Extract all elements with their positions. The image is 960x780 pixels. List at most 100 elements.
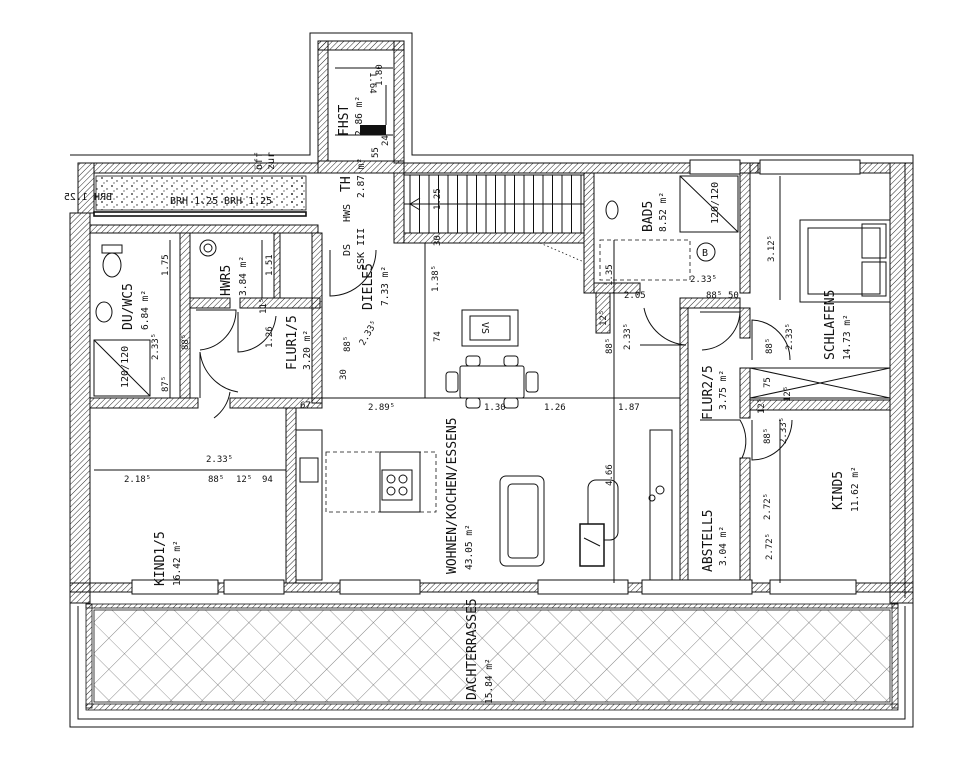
room-th-area: 2.87 m² (356, 158, 367, 198)
room-duwc-area: 6.84 m² (140, 290, 151, 330)
dim-164: 1.64 (367, 72, 377, 94)
dim-135: 1.35 (605, 264, 615, 286)
room-flur2-area: 3.75 m² (718, 370, 729, 410)
room-abstell-area: 3.04 m² (718, 526, 729, 566)
room-flur1-name: FLUR1/5 (285, 315, 300, 370)
dim-115: 11⁵ (259, 298, 269, 314)
room-wohnen-area: 43.05 m² (464, 524, 475, 570)
room-flur2-name: FLUR2/5 (701, 365, 716, 420)
dim-205: 2.05 (624, 291, 646, 301)
dimension-labels: 1.64 1.80 55 24 1.25 30 3.12⁵ 1.75 1.51 … (124, 64, 795, 560)
dim-126b: 1.26 (544, 403, 566, 413)
terrace-surface (93, 609, 891, 703)
dim-180: 1.80 (375, 64, 385, 86)
dim-233c: 2.33⁵ (358, 319, 380, 347)
room-dachterrasse-area: 15.84 m² (484, 658, 495, 704)
room-kind1-area: 16.42 m² (172, 540, 183, 586)
dim-233a: 2.33⁵ (690, 275, 717, 285)
room-diele-name: DIELE5 (361, 263, 376, 310)
dim-75: 75 (763, 377, 773, 388)
loggia-gravel (95, 175, 307, 211)
room-th-name: TH (339, 176, 354, 192)
dim-88e: 88⁵ (763, 428, 773, 444)
label-offen: öff (254, 152, 265, 170)
dim-67: 67 (300, 401, 311, 411)
label-shower-duwc: 120/120 (120, 346, 131, 388)
room-hwr-name: HWR5 (219, 265, 234, 296)
label-brh-3: BRH 1.25 (224, 196, 272, 207)
dim-125e: 12⁵ (236, 475, 252, 485)
room-fhst-name: FHST (337, 105, 352, 136)
dim-233b: 2.33⁵ (151, 333, 161, 360)
room-kind-name: KIND5 (831, 471, 846, 510)
windows (131, 159, 861, 595)
loggia-gravel-right (290, 176, 306, 210)
room-hwr-area: 3.84 m² (238, 256, 249, 296)
dim-94: 94 (262, 475, 273, 485)
dim-125d: 12⁵ (783, 386, 793, 402)
outer-walls (69, 32, 914, 728)
dim-187: 1.87 (618, 403, 640, 413)
room-labels: FHST 2.86 m² TH 2.87 m² BAD5 8.52 m² DU/… (121, 96, 861, 704)
label-ssk: SSK III (356, 228, 367, 270)
dim-218: 2.18⁵ (124, 475, 151, 485)
label-b-marker: B (702, 248, 708, 259)
doors (196, 249, 793, 461)
room-kind1-name: KIND1/5 (153, 531, 168, 586)
dim-272a: 2.72⁵ (763, 493, 773, 520)
dim-233d: 2.33⁵ (623, 323, 633, 350)
dim-30b: 30 (339, 369, 349, 380)
b-marker-circle (696, 242, 716, 262)
wardrobe (749, 367, 891, 399)
dim-151: 1.51 (265, 254, 275, 276)
dim-272b: 2.72⁵ (765, 533, 775, 560)
fhst-stair (335, 67, 393, 136)
dim-175: 1.75 (161, 254, 171, 276)
staircase (403, 174, 585, 234)
room-bad-name: BAD5 (641, 201, 656, 232)
label-hws: HWS (342, 204, 353, 222)
label-zur: zur (266, 152, 277, 170)
room-duwc-name: DU/WC5 (121, 283, 136, 330)
dim-233e: 2.33⁵ (785, 323, 795, 350)
room-dachterrasse-name: DACHTERRASSE5 (465, 598, 480, 700)
dim-233f: 2.33⁵ (779, 417, 789, 444)
room-diele-area: 7.33 m² (380, 266, 391, 306)
label-vs: VS (479, 322, 490, 334)
room-fhst-area: 2.86 m² (354, 96, 365, 136)
dim-30: 30 (433, 235, 443, 246)
interior-walls (89, 160, 891, 584)
dim-289: 2.89⁵ (368, 403, 395, 413)
dim-126: 1.26 (265, 326, 275, 348)
dim-125c: 12⁵ (757, 398, 767, 414)
label-shower-bad: 120/120 (710, 182, 721, 224)
dim-55: 55 (371, 147, 381, 158)
dim-50: 50 (728, 291, 739, 301)
room-flur1-area: 3.20 m² (302, 330, 313, 370)
dim-85: 88⁵ (706, 291, 722, 301)
dim-74: 74 (433, 331, 443, 342)
room-abstell-name: ABSTELL5 (701, 509, 716, 572)
room-bad-area: 8.52 m² (658, 192, 669, 232)
dim-88a: 88⁵ (181, 334, 191, 350)
misc-labels: BRH 1.25 BRH 1.25 BRH 1.25 öff zur HWS D… (64, 152, 721, 388)
label-brh-2: BRH 1.25 (170, 196, 218, 207)
dim-138: 1.38⁵ (431, 265, 441, 292)
dim-88f: 88⁵ (208, 475, 224, 485)
dim-466: 4.66 (605, 464, 615, 486)
label-brh-1: BRH 1.25 (64, 192, 112, 203)
dim-87: 87⁵ (161, 376, 171, 392)
dim-24: 24 (381, 135, 391, 146)
furniture (93, 175, 891, 581)
room-schlafen-area: 14.73 m² (842, 314, 853, 360)
dim-125b: 12⁵ (599, 310, 609, 326)
dim-312: 3.12⁵ (767, 235, 777, 262)
dim-125a: 1.25 (433, 188, 443, 210)
dim-88c: 88⁵ (605, 338, 615, 354)
dim-130: 1.30 (484, 403, 506, 413)
room-wohnen-name: WOHNEN/KOCHEN/ESSEN5 (445, 417, 460, 574)
dimension-lines (94, 85, 781, 583)
room-schlafen-name: SCHLAFEN5 (823, 290, 838, 360)
dim-88b: 88⁵ (343, 336, 353, 352)
